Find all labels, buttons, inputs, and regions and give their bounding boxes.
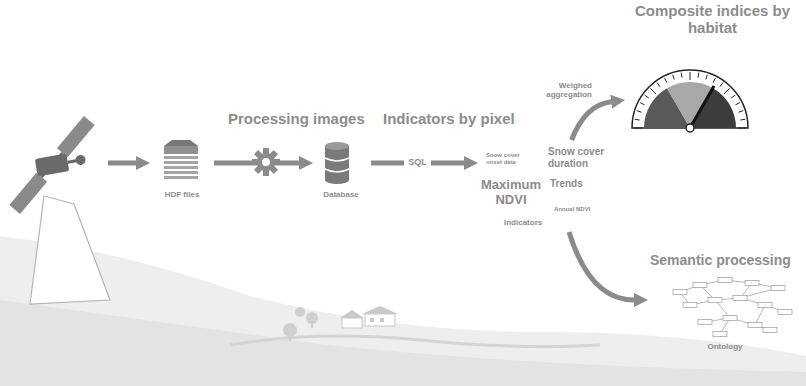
file-node: HDF files [152, 140, 214, 202]
node-text: Database [313, 190, 369, 199]
stage-heading: Indicators by pixel [383, 110, 515, 127]
node-text: Annual NDVI [554, 206, 590, 213]
edge-label: SQL [404, 158, 431, 168]
node-text: Ontology [648, 342, 802, 351]
gauge-node: Composite indices by habitat [625, 0, 802, 135]
edge-label: Weighed aggregation [540, 82, 592, 100]
node-text: Composite indices by habitat [625, 2, 800, 37]
node-text: Trends [550, 178, 600, 190]
flow-arrow [569, 232, 634, 300]
stage-heading: Processing images [228, 110, 365, 127]
database-node: Database [313, 140, 371, 202]
node-text: Maximum NDVI [478, 178, 544, 208]
ontology-node: Semantic processingOntology [648, 252, 804, 356]
node-text: HDF files [152, 190, 212, 199]
flow-arrow [572, 102, 612, 140]
node-text: Snow cover duration [548, 146, 606, 169]
node-text: Indicators [504, 218, 564, 227]
node-text: Semantic processing [650, 252, 791, 268]
indicators-node: Snow cover onset date Snow cover duration… [478, 140, 608, 232]
node-text: Snow cover onset date [486, 152, 520, 166]
